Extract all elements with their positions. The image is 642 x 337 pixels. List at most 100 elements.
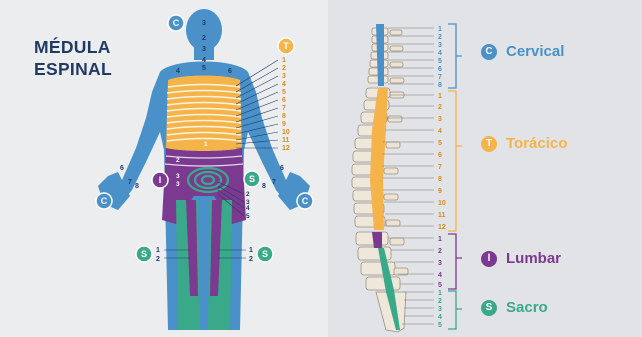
thoracic-number: 7: [438, 164, 442, 171]
hand-label: 7: [272, 179, 276, 186]
lumbar-number: 5: [438, 282, 442, 289]
thoracic-number: 10: [438, 200, 446, 207]
legend-label: Lumbar: [506, 250, 561, 267]
thoracic-number: 1: [438, 93, 442, 100]
thoracic-label: 9: [282, 121, 286, 128]
thoracic-label: 10: [282, 129, 290, 136]
thoracic-number: 11: [438, 212, 446, 219]
head-label: 6: [228, 68, 232, 75]
thoracic-label: 7: [282, 105, 286, 112]
legend-cervical: C Cervical: [481, 43, 564, 60]
hip-label: 3: [176, 181, 180, 188]
thoracic-badge-top: T: [278, 38, 294, 54]
cervical-badge-top: C: [168, 15, 184, 31]
head-label: 3: [202, 46, 206, 53]
cervical-number: 8: [438, 82, 442, 89]
leg-label: 1: [249, 247, 253, 254]
legend-badge: T: [481, 136, 497, 152]
svg-text:T: T: [283, 41, 289, 51]
sacral-numbers: 1 2 3 4 5: [438, 290, 442, 329]
lumbar-numbers: 1 2 3 4 5: [438, 236, 442, 289]
leg-label: 2: [156, 256, 160, 263]
thoracic-label: 5: [282, 89, 286, 96]
thoracic-number-labels: 1 2 3 4 5 6 7 8 9 10 11 12: [282, 57, 290, 152]
thoracic-numbers: 1 2 3 4 5 6 7 8 9 10 11 12: [438, 93, 446, 231]
lumbar-number: 3: [438, 260, 442, 267]
thoracic-label: 4: [282, 81, 286, 88]
thoracic-number: 3: [438, 116, 442, 123]
thoracic-number: 5: [438, 140, 442, 147]
svg-text:S: S: [249, 174, 255, 184]
lumbar-number: 2: [438, 248, 442, 255]
thoracic-number: 9: [438, 188, 442, 195]
svg-text:C: C: [173, 18, 180, 28]
thoracic-number: 12: [438, 224, 446, 231]
cervical-badge-left-hand: C: [96, 193, 112, 209]
cervical-number: 1: [438, 26, 442, 33]
sacral-number: 2: [438, 298, 442, 305]
svg-text:C: C: [101, 196, 108, 206]
legend-sacral: S Sacro: [481, 299, 548, 316]
hip-label: 5: [246, 213, 250, 220]
svg-text:S: S: [141, 249, 147, 259]
thoracic-label: 11: [282, 137, 290, 144]
hand-label: 8: [135, 183, 139, 190]
thoracic-label: 1: [282, 57, 286, 64]
sacral-number: 3: [438, 306, 442, 313]
svg-text:l: l: [159, 175, 162, 185]
thoracic-label: 12: [282, 145, 290, 152]
head-label: 3: [202, 20, 206, 27]
body-dermatome-figure: 3 2 3 4 4 5 6 1 2 3 4 5 6 7 8 9 10: [0, 0, 328, 337]
head-label: 5: [202, 65, 206, 72]
sacral-badge-leg-right: S: [257, 246, 273, 262]
cervical-number: 7: [438, 74, 442, 81]
legend-badge: l: [481, 251, 497, 267]
cervical-badge-right-hand: C: [297, 193, 313, 209]
thoracic-label: 3: [282, 73, 286, 80]
hip-label: 4: [246, 205, 250, 212]
hand-label: 7: [128, 179, 132, 186]
svg-text:S: S: [262, 249, 268, 259]
cervical-number: 5: [438, 58, 442, 65]
hip-label: 2: [246, 191, 250, 198]
lumbar-number: 4: [438, 272, 442, 279]
sacral-number: 5: [438, 322, 442, 329]
head-label: 2: [202, 35, 206, 42]
hip-label: 3: [176, 173, 180, 180]
bracket-cervical: [448, 24, 462, 88]
cervical-number: 6: [438, 66, 442, 73]
head-label: 4: [202, 57, 206, 64]
cervical-number: 3: [438, 42, 442, 49]
bracket-thoracic: [448, 91, 462, 231]
hip-side-labels: 2 3 4 5: [246, 191, 250, 220]
hip-label: 2: [176, 157, 180, 164]
svg-text:C: C: [302, 196, 309, 206]
hip-label: 1: [204, 141, 208, 148]
leg-label: 1: [156, 247, 160, 254]
cervical-numbers: 1 2 3 4 5 6 7 8: [438, 26, 442, 89]
thoracic-label: 6: [282, 97, 286, 104]
legend-badge: S: [481, 300, 497, 316]
thoracic-label: 2: [282, 65, 286, 72]
legend-badge: C: [481, 44, 497, 60]
hand-label: 6: [280, 165, 284, 172]
sacral-number: 4: [438, 314, 442, 321]
hand-label: 8: [262, 183, 266, 190]
cervical-number: 2: [438, 34, 442, 41]
cervical-number: 4: [438, 50, 442, 57]
cord-lumbar: [372, 232, 382, 248]
leg-label: 2: [249, 256, 253, 263]
legend-label: Torácico: [506, 135, 567, 152]
thoracic-number: 8: [438, 176, 442, 183]
thoracic-number: 2: [438, 104, 442, 111]
legend-thoracic: T Torácico: [481, 135, 567, 152]
legend-label: Cervical: [506, 43, 564, 60]
thoracic-number: 4: [438, 128, 442, 135]
legend-lumbar: l Lumbar: [481, 250, 561, 267]
bracket-sacral: [448, 291, 462, 329]
bracket-lumbar: [448, 234, 462, 289]
sacral-badge-hip: S: [244, 171, 260, 187]
sacral-number: 1: [438, 290, 442, 297]
thoracic-label: 8: [282, 113, 286, 120]
